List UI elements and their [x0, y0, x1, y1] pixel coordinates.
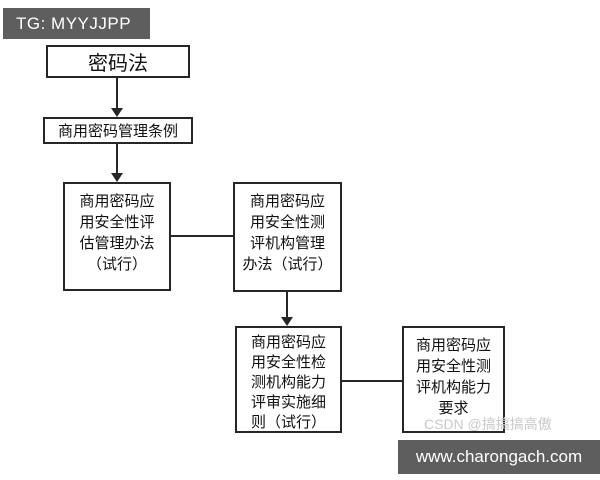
- csdn-watermark: CSDN @搞搞搞高傲: [424, 416, 552, 432]
- edge-assessment-to-agency-line: [171, 235, 233, 237]
- node-capability-review-rules: 商用密码应 用安全性检 测机构能力 评审实施细 则（试行）: [235, 326, 342, 433]
- node-testing-agency-measures: 商用密码应 用安全性测 评机构管理 办法（试行）: [233, 182, 342, 292]
- edge-review-to-requirements-line: [342, 380, 402, 382]
- edge-regulations-to-assessment-line: [116, 144, 118, 174]
- edge-law-to-regulations-arrowhead-icon: [111, 108, 123, 117]
- edge-regulations-to-assessment-arrowhead-icon: [111, 173, 123, 182]
- edge-agency-to-review-arrowhead-icon: [281, 317, 293, 326]
- website-badge: www.charongach.com: [398, 440, 600, 474]
- node-security-assessment-measures: 商用密码应 用安全性评 估管理办法 （试行）: [63, 182, 171, 291]
- edge-agency-to-review-line: [286, 292, 288, 318]
- node-capability-requirements: 商用密码应 用安全性测 评机构能力 要求: [402, 326, 505, 433]
- node-commercial-cryptography-regulations: 商用密码管理条例: [43, 117, 193, 144]
- tg-badge: TG: MYYJJPP: [3, 8, 150, 39]
- node-cryptography-law: 密码法: [46, 45, 190, 78]
- edge-law-to-regulations-line: [116, 78, 118, 109]
